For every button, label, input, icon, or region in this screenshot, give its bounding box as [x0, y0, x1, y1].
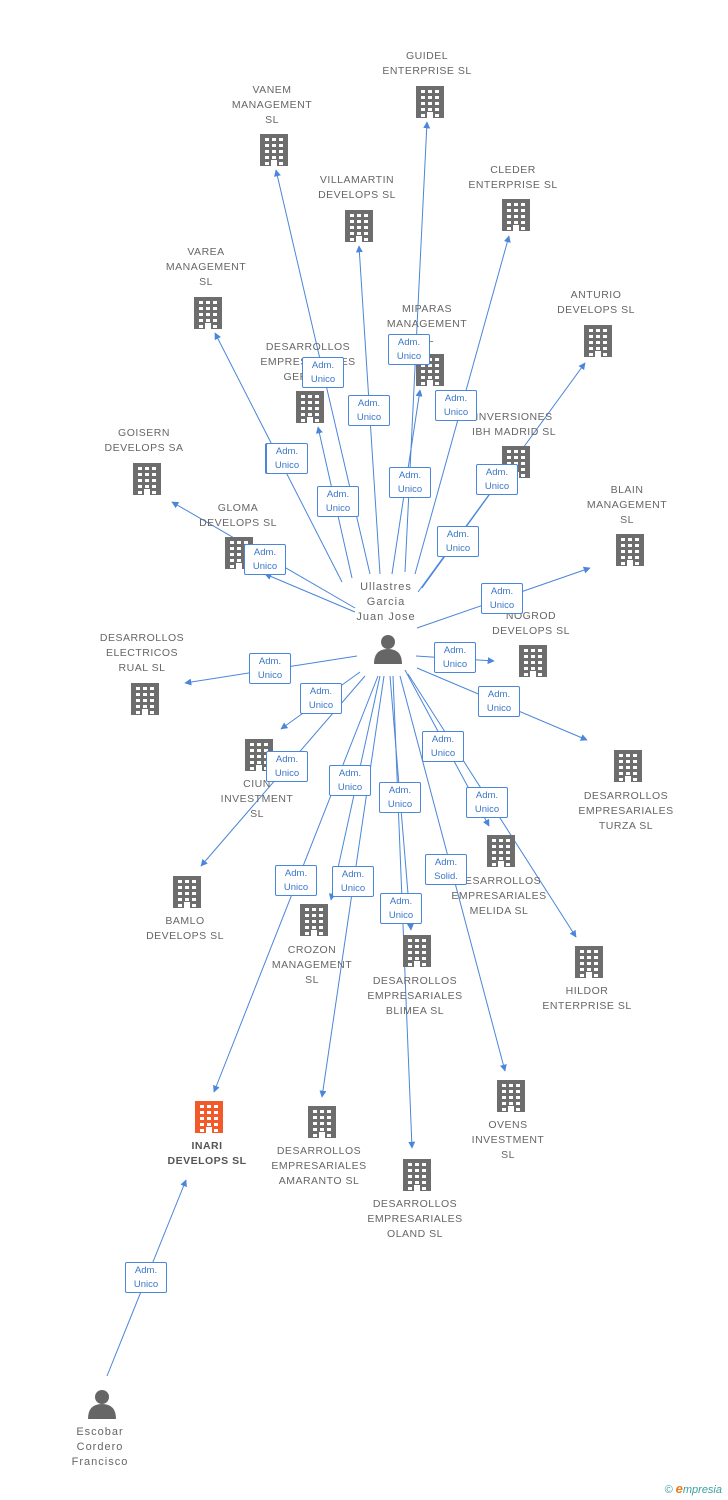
building-icon[interactable] [575, 946, 603, 978]
company-label-oland[interactable]: DESARROLLOS EMPRESARIALES OLAND SL [367, 1198, 463, 1240]
role-badge-gloma[interactable]: Adm. Unico [244, 544, 286, 575]
role-badge-guidel[interactable]: Adm. Unico [388, 334, 430, 365]
building-icon[interactable] [614, 750, 642, 782]
building-icon[interactable] [133, 463, 161, 495]
building-icon[interactable] [497, 1080, 525, 1112]
role-badge-bamlo[interactable]: Adm. Unico [266, 751, 308, 782]
company-label-crozon[interactable]: CROZON MANAGEMENT SL [271, 944, 353, 986]
company-label-melida[interactable]: DESARROLLOS EMPRESARIALES MELIDA SL [451, 875, 547, 917]
company-label-ovens[interactable]: OVENS INVESTMENT SL [471, 1119, 545, 1161]
role-badge-inari[interactable]: Adm. Unico [125, 1262, 167, 1293]
role-badge-amaranto[interactable]: Adm. Unico [332, 866, 374, 897]
building-icon[interactable] [131, 683, 159, 715]
company-label-inari[interactable]: INARI DEVELOPS SL [167, 1140, 247, 1167]
building-icon[interactable] [195, 1101, 223, 1133]
role-badge-inversiones[interactable]: Adm. Unico [437, 526, 479, 557]
role-badge-gerb[interactable]: Adm. Unico [317, 486, 359, 517]
company-label-villamartin[interactable]: VILLAMARTIN DEVELOPS SL [318, 174, 396, 201]
building-icon[interactable] [487, 835, 515, 867]
company-label-blain[interactable]: BLAIN MANAGEMENT SL [586, 484, 668, 526]
brand-logo-initial: e [675, 1481, 683, 1496]
company-label-cleder[interactable]: CLEDER ENTERPRISE SL [468, 164, 558, 191]
role-badge-villamartin[interactable]: Adm. Unico [348, 395, 390, 426]
brand-logo-text: mpresia [682, 1484, 722, 1496]
building-icon[interactable] [300, 904, 328, 936]
role-badge-anturio[interactable]: Adm. Unico [476, 464, 518, 495]
building-icon[interactable] [502, 199, 530, 231]
company-label-blimea[interactable]: DESARROLLOS EMPRESARIALES BLIMEA SL [367, 975, 463, 1017]
role-badge-vanem[interactable]: Adm. Unico [302, 357, 344, 388]
role-badge-goisern[interactable]: Adm. Unico [266, 443, 308, 474]
role-badge-ciun[interactable]: Adm. Unico [300, 683, 342, 714]
role-badge-crozon[interactable]: Adm. Unico [329, 765, 371, 796]
company-label-hildor[interactable]: HILDOR ENTERPRISE SL [542, 985, 632, 1012]
company-label-guidel[interactable]: GUIDEL ENTERPRISE SL [382, 50, 472, 77]
role-badge-miparas[interactable]: Adm. Unico [389, 467, 431, 498]
company-label-vanem[interactable]: VANEM MANAGEMENT SL [231, 84, 313, 126]
company-label-varea[interactable]: VAREA MANAGEMENT SL [165, 246, 247, 288]
building-icon[interactable] [519, 645, 547, 677]
role-badge-hildor[interactable]: Adm. Unico [466, 787, 508, 818]
role-badge-melida[interactable]: Adm. Unico [422, 731, 464, 762]
brand-footer: © empresia [664, 1481, 722, 1496]
building-icon[interactable] [173, 876, 201, 908]
role-badge-nogrod[interactable]: Adm. Unico [434, 642, 476, 673]
company-label-ciun[interactable]: CIUN INVESTMENT SL [220, 778, 294, 820]
role-badge-ovens[interactable]: Adm. Solid. [425, 854, 467, 885]
relation-edge-gloma [264, 573, 356, 613]
role-badge-oland[interactable]: Adm. Unico [380, 893, 422, 924]
building-icon[interactable] [416, 86, 444, 118]
role-badge-rual[interactable]: Adm. Unico [249, 653, 291, 684]
role-badge-blimea[interactable]: Adm. Unico [379, 782, 421, 813]
person-icon[interactable] [88, 1390, 116, 1419]
building-icon[interactable] [296, 391, 324, 423]
role-badge-inari[interactable]: Adm. Unico [275, 865, 317, 896]
building-icon[interactable] [260, 134, 288, 166]
role-badge-turza[interactable]: Adm. Unico [478, 686, 520, 717]
building-icon[interactable] [308, 1106, 336, 1138]
building-icon[interactable] [194, 297, 222, 329]
company-label-gloma[interactable]: GLOMA DEVELOPS SL [199, 502, 277, 529]
building-icon[interactable] [403, 935, 431, 967]
person-icon[interactable] [374, 635, 402, 664]
company-label-turza[interactable]: DESARROLLOS EMPRESARIALES TURZA SL [578, 790, 674, 832]
copyright-icon: © [664, 1484, 673, 1496]
company-label-inversiones[interactable]: INVERSIONES IBH MADRID SL [471, 411, 557, 438]
building-icon[interactable] [403, 1159, 431, 1191]
company-label-amaranto[interactable]: DESARROLLOS EMPRESARIALES AMARANTO SL [271, 1145, 367, 1187]
building-icon[interactable] [616, 534, 644, 566]
building-icon[interactable] [584, 325, 612, 357]
company-label-rual[interactable]: DESARROLLOS ELECTRICOS RUAL SL [99, 632, 185, 674]
company-label-goisern[interactable]: GOISERN DEVELOPS SA [104, 427, 184, 454]
building-icon[interactable] [345, 210, 373, 242]
person-label-p2[interactable]: Escobar Cordero Francisco [71, 1426, 129, 1468]
company-label-anturio[interactable]: ANTURIO DEVELOPS SL [557, 289, 635, 316]
role-badge-cleder[interactable]: Adm. Unico [435, 390, 477, 421]
company-label-bamlo[interactable]: BAMLO DEVELOPS SL [146, 915, 224, 942]
person-label-p1[interactable]: Ullastres Garcia Juan Jose [356, 581, 416, 623]
role-badge-blain[interactable]: Adm. Unico [481, 583, 523, 614]
